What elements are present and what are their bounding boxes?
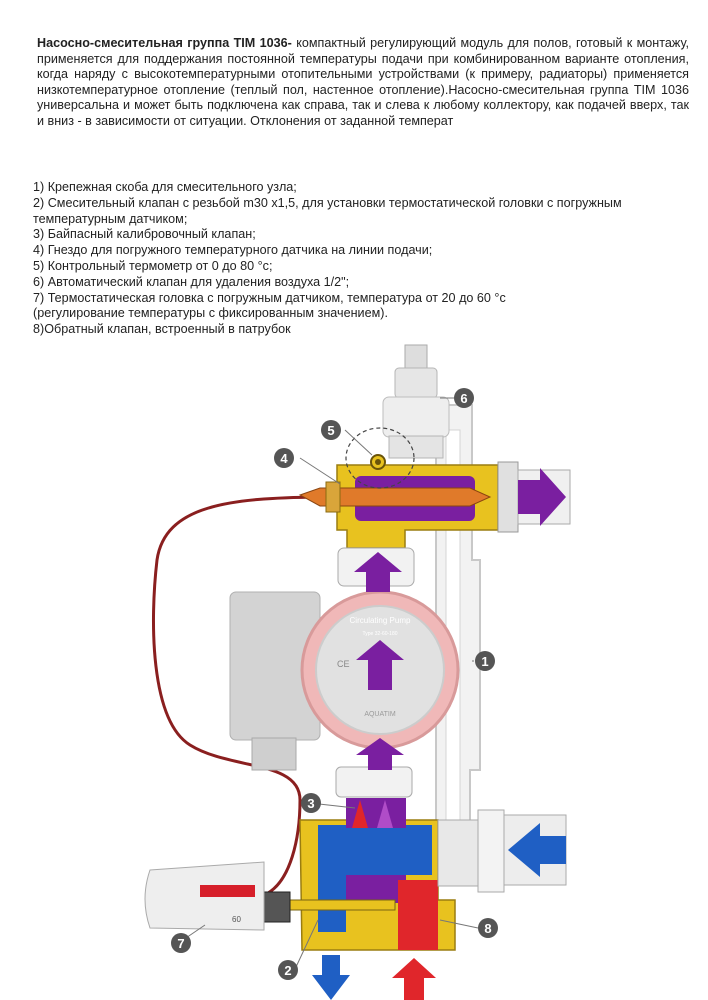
pump-ce-mark: CE [337,659,350,669]
flow-arrows [312,468,566,1000]
callout-1-label: 1 [481,654,488,669]
legend-item-3: 3) Байпасный калибровочный клапан; [33,227,256,242]
hot-outlet-arrow [518,468,566,526]
callout-1: 1 [475,651,495,671]
callout-5-label: 5 [327,423,334,438]
legend-item-8: 8)Обратный клапан, встроенный в патрубок [33,322,291,337]
circulating-pump: Circulating Pump Type 32-60-180 CE AQUAT… [229,590,460,771]
legend-item-7: 7) Термостатическая головка с погружным … [33,290,506,305]
legend-item-7-continued: (регулирование температуры с фиксированн… [33,306,388,321]
callout-7: 7 [171,933,191,953]
return-inlet-arrow [392,958,436,1000]
legend-item-6: 6) Автоматический клапан для удаления во… [33,274,350,289]
air-vent [382,344,450,459]
callout-6: 6 [454,388,474,408]
cold-inlet-arrow [508,823,566,877]
lower-union [335,766,413,798]
intro-body: компактный регулирующий модуль для полов… [37,36,689,128]
legend-item-4: 4) Гнездо для погружного температурного … [33,243,433,258]
capillary-line [152,495,321,895]
component-legend: 1) Крепежная скоба для смесительного узл… [33,180,673,338]
callout-3-label: 3 [307,796,314,811]
mixing-valve-block [263,798,567,951]
thermostatic-head: 60 [144,861,265,931]
callout-3: 3 [301,793,321,813]
pump-type: Type 32-60-180 [362,631,397,637]
callout-2-label: 2 [284,963,291,978]
callout-6-label: 6 [460,391,467,406]
hot-rise-arrow-pump [356,640,404,690]
pump-title: Circulating Pump [350,616,411,625]
pump-brand: AQUATIM [364,711,396,718]
callout-8: 8 [478,918,498,938]
hot-rise-arrow-lower [356,738,404,770]
callout-5: 5 [321,420,341,440]
intro-paragraph: Насосно-смесительная группа TIM 1036- ко… [37,36,689,130]
mixing-group-diagram: Circulating Pump Type 32-60-180 CE AQUAT… [144,344,571,1000]
callout-8-label: 8 [484,921,491,936]
callout-4-label: 4 [280,451,288,466]
intro-title: Насосно-смесительная группа TIM 1036- [37,36,292,50]
callout-4: 4 [274,448,294,468]
cold-outlet-arrow [312,955,350,1000]
legend-item-5: 5) Контрольный термометр от 0 до 80 °c; [33,258,273,273]
thermostat-dial-value: 60 [232,915,241,924]
legend-item-2: 2) Смесительный клапан с резьбой m30 x1,… [33,195,622,226]
callout-2: 2 [278,960,298,980]
hot-rise-arrow-upper [354,552,402,592]
callout-7-label: 7 [177,936,184,951]
legend-item-1: 1) Крепежная скоба для смесительного узл… [33,180,297,194]
